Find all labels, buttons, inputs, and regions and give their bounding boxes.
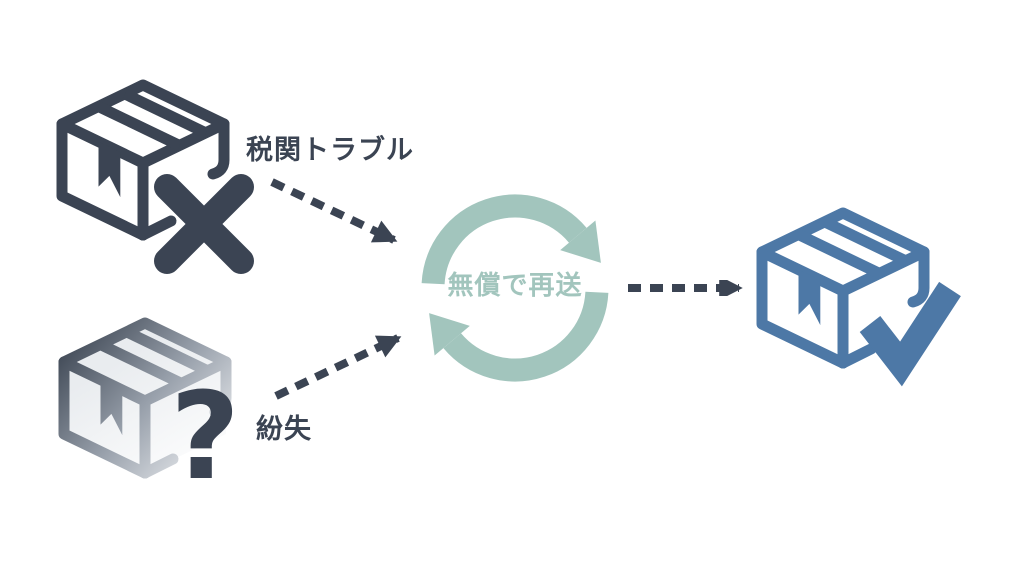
check-mark-icon — [859, 281, 961, 387]
package-question-icon: ? — [40, 306, 240, 507]
cycle-arrowhead-bottom — [429, 313, 470, 356]
package-x-icon — [38, 68, 254, 274]
x-mark-icon — [154, 174, 254, 274]
arrow-customs-to-resend — [270, 178, 398, 244]
recycle-arrows-icon — [421, 194, 609, 382]
cycle-arrowhead-top — [560, 220, 601, 263]
customs-trouble-label: 税関トラブル — [246, 135, 414, 166]
lost-label: 紛失 — [256, 414, 312, 445]
question-mark-icon: ? — [170, 368, 240, 507]
resend-free-label: 無償で再送 — [447, 271, 583, 301]
arrow-resend-to-delivered — [628, 280, 743, 296]
package-check-icon — [738, 196, 961, 387]
arrow-lost-to-resend — [274, 334, 402, 400]
